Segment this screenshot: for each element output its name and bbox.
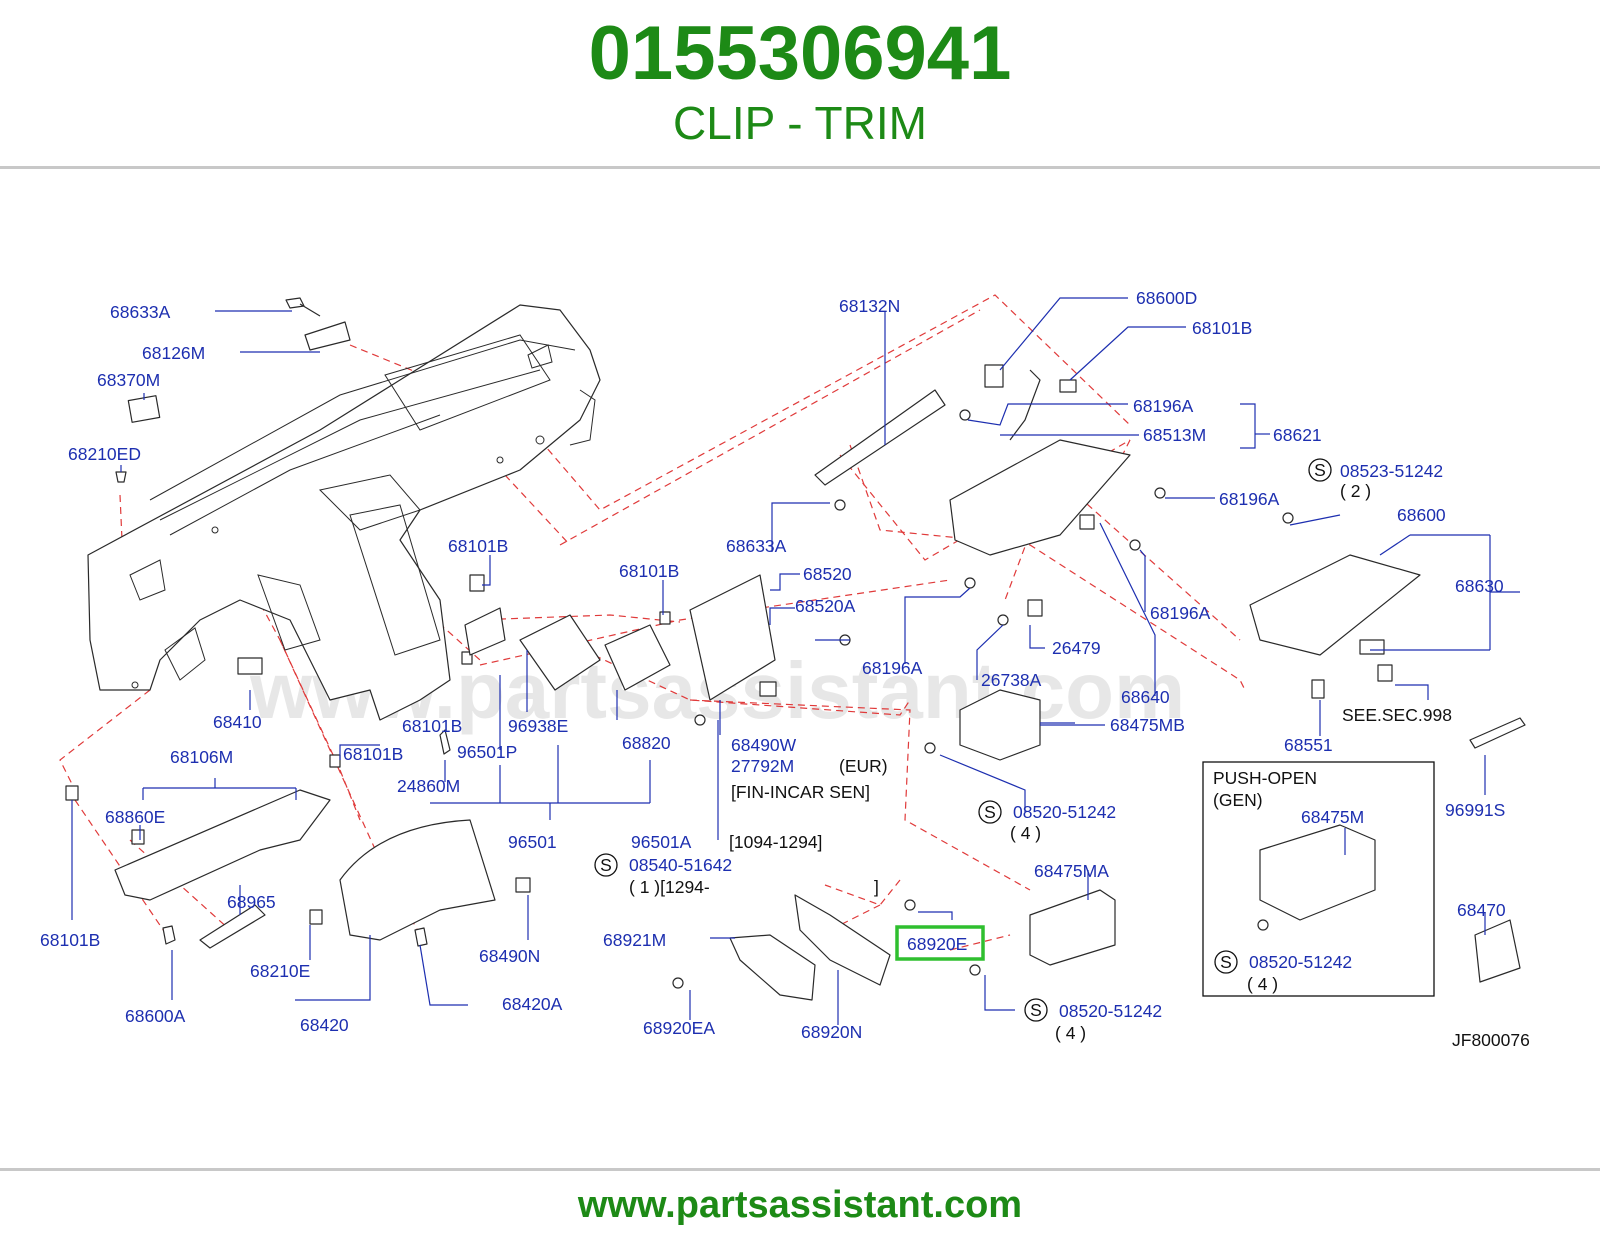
note-push-open: PUSH-OPEN [1213,768,1317,788]
callout-08520-51242[interactable]: 08520-51242 [1249,952,1352,972]
push-open-inset-frame [1202,761,1435,997]
part-name-subtitle: CLIP - TRIM [673,97,927,149]
callout-68196A[interactable]: 68196A [862,658,923,678]
callout-96938E[interactable]: 96938E [508,716,568,736]
callout-68101B[interactable]: 68101B [619,561,679,581]
callout-68475M[interactable]: 68475M [1301,807,1364,827]
small-parts-drawings [65,297,1526,1001]
callout-68126M[interactable]: 68126M [142,343,205,363]
callout-68965[interactable]: 68965 [227,892,276,912]
callout-08520-51242[interactable]: 08520-51242 [1013,802,1116,822]
note-date-range: [1094-1294] [729,832,822,852]
note-fin-incar: [FIN-INCAR SEN] [731,782,870,802]
callout-68600D[interactable]: 68600D [1136,288,1197,308]
dashboard-panel-drawing [87,304,601,721]
callout-08523-51242[interactable]: 08523-51242 [1340,461,1443,481]
note-gen: (GEN) [1213,790,1263,810]
s-symbol-08520-1 [978,800,1002,824]
note-eur: (EUR) [839,756,888,776]
s-symbol-08540 [594,853,618,877]
callout-68410[interactable]: 68410 [213,712,262,732]
callout-68196A[interactable]: 68196A [1150,603,1211,623]
callout-96501A[interactable]: 96501A [631,832,692,852]
callout-68475MA[interactable]: 68475MA [1034,861,1109,881]
callout-68370M[interactable]: 68370M [97,370,160,390]
callout-68475MB[interactable]: 68475MB [1110,715,1185,735]
callout-68920EA[interactable]: 68920EA [643,1018,715,1038]
callout-68921M[interactable]: 68921M [603,930,666,950]
callout-68520[interactable]: 68520 [803,564,852,584]
callout-68101B[interactable]: 68101B [343,744,403,764]
callout-68101B[interactable]: 68101B [1192,318,1252,338]
callout-68101B[interactable]: 68101B [40,930,100,950]
callout-68490N[interactable]: 68490N [479,946,540,966]
note-bracket-close: ] [874,877,879,897]
callout-08540-51642[interactable]: 08540-51642 [629,855,732,875]
callout-24860M[interactable]: 24860M [397,776,460,796]
s-symbol-text: S [600,855,612,875]
header-divider [0,166,1600,169]
callout-68630[interactable]: 68630 [1455,576,1504,596]
callout-68920N[interactable]: 68920N [801,1022,862,1042]
callout-68820[interactable]: 68820 [622,733,671,753]
callout-68106M[interactable]: 68106M [170,747,233,767]
note-qty-2: ( 2 ) [1340,481,1371,501]
s-symbol-text: S [1220,952,1232,972]
callout-68551[interactable]: 68551 [1284,735,1333,755]
leader-lines [71,297,1520,1025]
callout-68420[interactable]: 68420 [300,1015,349,1035]
parts-diagram: www.partsassistant.com [40,288,1530,1050]
callout-68520A[interactable]: 68520A [795,596,856,616]
callout-26738A[interactable]: 26738A [981,670,1042,690]
callout-68470[interactable]: 68470 [1457,900,1506,920]
s-symbol-text: S [1314,460,1326,480]
callout-68132N[interactable]: 68132N [839,296,900,316]
note-qty-1: ( 1 )[1294- [629,877,710,897]
s-symbol-text: S [984,802,996,822]
footer-site-url[interactable]: www.partsassistant.com [577,1184,1023,1226]
diagram-code: JF800076 [1452,1030,1530,1050]
callout-96501P[interactable]: 96501P [457,742,517,762]
callout-68860E[interactable]: 68860E [105,807,165,827]
highlight-box [895,925,985,961]
s-symbols [594,458,1332,1022]
callout-68101B[interactable]: 68101B [448,536,508,556]
page-header: 0155306941 CLIP - TRIM [0,0,1600,166]
s-symbol-08520-2 [1214,950,1238,974]
callout-08520-51242[interactable]: 08520-51242 [1059,1001,1162,1021]
note-qty-4: ( 4 ) [1055,1023,1086,1043]
callout-26479[interactable]: 26479 [1052,638,1101,658]
callout-68196A[interactable]: 68196A [1219,489,1280,509]
s-symbol-text: S [1030,1000,1042,1020]
callout-27792M[interactable]: 27792M [731,756,794,776]
note-qty-4: ( 4 ) [1247,974,1278,994]
s-symbol-08520-3 [1024,998,1048,1022]
note-qty-4: ( 4 ) [1010,823,1041,843]
callout-68621[interactable]: 68621 [1273,425,1322,445]
part-number-title: 0155306941 [588,11,1012,96]
callout-68210E[interactable]: 68210E [250,961,310,981]
footer-divider [0,1168,1600,1171]
callout-68101B[interactable]: 68101B [402,716,462,736]
callout-96501[interactable]: 96501 [508,832,557,852]
callout-68210ED[interactable]: 68210ED [68,444,141,464]
callout-68633A[interactable]: 68633A [726,536,787,556]
callout-68640[interactable]: 68640 [1121,687,1170,707]
callout-68600[interactable]: 68600 [1397,505,1446,525]
callout-68420A[interactable]: 68420A [502,994,563,1014]
callout-68490W[interactable]: 68490W [731,735,797,755]
callout-68920E[interactable]: 68920E [907,934,967,954]
callout-68196A[interactable]: 68196A [1133,396,1194,416]
callout-68633A[interactable]: 68633A [110,302,171,322]
s-symbol-08523 [1308,458,1332,482]
note-see-section: SEE.SEC.998 [1342,705,1452,725]
callout-68600A[interactable]: 68600A [125,1006,186,1026]
callout-96991S[interactable]: 96991S [1445,800,1505,820]
callout-68513M[interactable]: 68513M [1143,425,1206,445]
